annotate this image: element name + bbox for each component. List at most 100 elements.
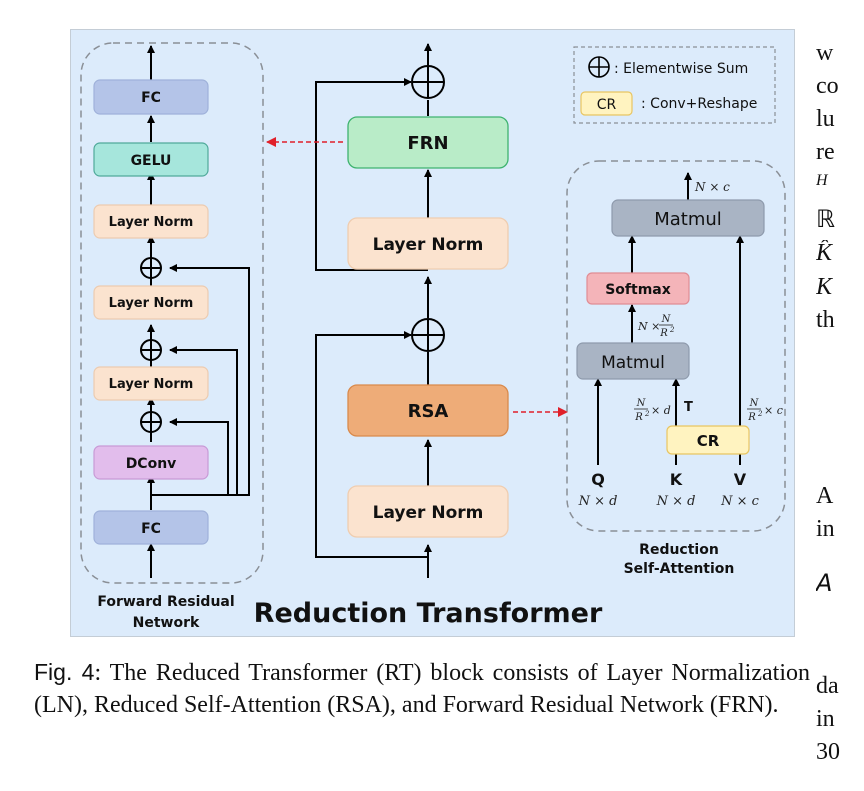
svg-text:R: R <box>747 412 756 423</box>
svg-text:Layer Norm: Layer Norm <box>109 377 194 392</box>
svg-text:Layer Norm: Layer Norm <box>373 235 484 255</box>
input-k: K N × d <box>656 470 696 509</box>
frn-block-layer-norm-2: Layer Norm <box>93 285 209 320</box>
frn-detail-title-line2: Network <box>133 615 200 631</box>
residual-to-sum2 <box>169 346 238 495</box>
figure-panel: FC GELU Layer Norm Layer Norm Layer Norm… <box>70 29 795 637</box>
svg-text:Layer Norm: Layer Norm <box>109 215 194 230</box>
elementwise-sum-icon <box>140 339 162 361</box>
side-text-line: lu <box>816 106 835 132</box>
input-v: V N × c <box>720 470 760 509</box>
elementwise-sum-icon <box>588 56 610 78</box>
figure-title: Reduction Transformer <box>254 598 603 629</box>
block-frn: FRN <box>347 116 509 169</box>
reduction-transformer-diagram: FC GELU Layer Norm Layer Norm Layer Norm… <box>80 42 786 631</box>
legend-cr-label: : Conv+Reshape <box>641 96 757 112</box>
svg-text:N × d: N × d <box>656 494 696 509</box>
legend-sum-label: : Elementwise Sum <box>614 61 748 77</box>
side-text-line: K <box>816 274 833 300</box>
rsa-block-matmul-top: Matmul <box>611 199 765 237</box>
svg-text:FC: FC <box>141 521 161 537</box>
side-text-line: in <box>816 706 835 732</box>
side-text-line: re <box>816 139 835 165</box>
elementwise-sum-icon <box>411 65 445 99</box>
frn-block-fc-bottom: FC <box>93 510 209 545</box>
side-text-line: th <box>816 307 835 333</box>
svg-text:Matmul: Matmul <box>601 353 665 373</box>
frn-block-dconv: DConv <box>93 445 209 480</box>
svg-text:Layer Norm: Layer Norm <box>109 296 194 311</box>
svg-text:RSA: RSA <box>408 401 449 422</box>
svg-text:× d: × d <box>651 404 671 417</box>
legend-border <box>573 46 776 124</box>
svg-text:Matmul: Matmul <box>654 209 722 230</box>
svg-text:N: N <box>636 398 647 409</box>
residual-bottom <box>315 331 428 558</box>
side-text-line: K̂ <box>816 240 833 266</box>
elementwise-sum-icon <box>411 318 445 352</box>
svg-text:CR: CR <box>697 432 720 450</box>
block-rsa: RSA <box>347 384 509 437</box>
svg-text:Q: Q <box>591 470 605 489</box>
side-text-line: A <box>816 483 834 509</box>
softmax-in-shape-label: N × N R 2 <box>637 314 675 339</box>
legend-cr-swatch: CR <box>580 91 633 116</box>
rsa-block-softmax: Softmax <box>586 272 690 305</box>
frn-block-layer-norm-3: Layer Norm <box>93 204 209 239</box>
frn-detail-title-line1: Forward Residual <box>97 594 234 610</box>
caption-text: : The Reduced Transformer (RT) block con… <box>34 660 810 718</box>
svg-text:2: 2 <box>757 410 763 418</box>
svg-text:N × c: N × c <box>720 494 760 509</box>
rsa-block-matmul-bottom: Matmul <box>576 342 690 380</box>
svg-text:R: R <box>634 412 643 423</box>
side-text-line: 30 <box>816 739 840 765</box>
svg-text:CR: CR <box>597 97 617 113</box>
svg-text:R: R <box>659 328 668 339</box>
svg-text:GELU: GELU <box>131 153 172 169</box>
side-text-line: ℝ <box>816 207 836 233</box>
residual-to-sum1 <box>169 418 229 495</box>
frn-block-fc-top: FC <box>93 79 209 115</box>
svg-text:2: 2 <box>644 410 650 418</box>
frn-detail-group: FC GELU Layer Norm Layer Norm Layer Norm… <box>80 42 264 631</box>
out-shape-label: N × c <box>694 180 730 194</box>
svg-text:2: 2 <box>669 326 675 334</box>
figure-caption: Fig. 4: The Reduced Transformer (RT) blo… <box>34 656 810 721</box>
block-layer-norm-bottom: Layer Norm <box>347 485 509 538</box>
v-reduced-shape-label: N R 2 × c <box>747 398 783 423</box>
side-text-line: da <box>816 673 839 699</box>
caption-label: Fig. 4 <box>34 659 95 685</box>
elementwise-sum-icon <box>140 257 162 279</box>
frn-block-layer-norm-1: Layer Norm <box>93 366 209 401</box>
rsa-detail-group: Matmul Softmax Matmul CR N × c N × N R 2… <box>566 160 786 577</box>
side-text-line: co <box>816 73 839 99</box>
residual-top <box>315 78 428 271</box>
svg-text:FRN: FRN <box>407 133 448 154</box>
side-text-line: in <box>816 516 835 542</box>
svg-text:DConv: DConv <box>126 456 177 472</box>
svg-text:N: N <box>661 314 672 325</box>
rsa-detail-title-line2: Self-Attention <box>624 561 735 577</box>
rsa-block-cr: CR <box>666 425 750 455</box>
main-pipeline-group: FRN Layer Norm RSA Layer Norm Reduction … <box>254 43 603 629</box>
block-layer-norm-top: Layer Norm <box>347 217 509 270</box>
svg-text:N ×: N × <box>637 320 660 333</box>
rsa-detail-border <box>566 160 786 532</box>
svg-text:V: V <box>734 470 747 489</box>
svg-text:Layer Norm: Layer Norm <box>373 503 484 523</box>
transpose-label: T <box>684 400 693 415</box>
side-text-line: H <box>816 172 828 189</box>
legend: : Elementwise Sum CR : Conv+Reshape <box>573 46 776 124</box>
input-q: Q N × d <box>578 470 618 509</box>
frn-block-gelu: GELU <box>93 142 209 177</box>
svg-text:K: K <box>670 470 683 489</box>
svg-text:Softmax: Softmax <box>605 282 671 298</box>
rsa-detail-title-line1: Reduction <box>639 542 719 558</box>
side-text-line: w <box>816 40 834 66</box>
svg-text:N: N <box>749 398 760 409</box>
svg-text:FC: FC <box>141 90 161 106</box>
svg-text:N × d: N × d <box>578 494 618 509</box>
side-text-line: A <box>816 569 833 597</box>
elementwise-sum-icon <box>140 411 162 433</box>
svg-text:× c: × c <box>764 404 783 417</box>
